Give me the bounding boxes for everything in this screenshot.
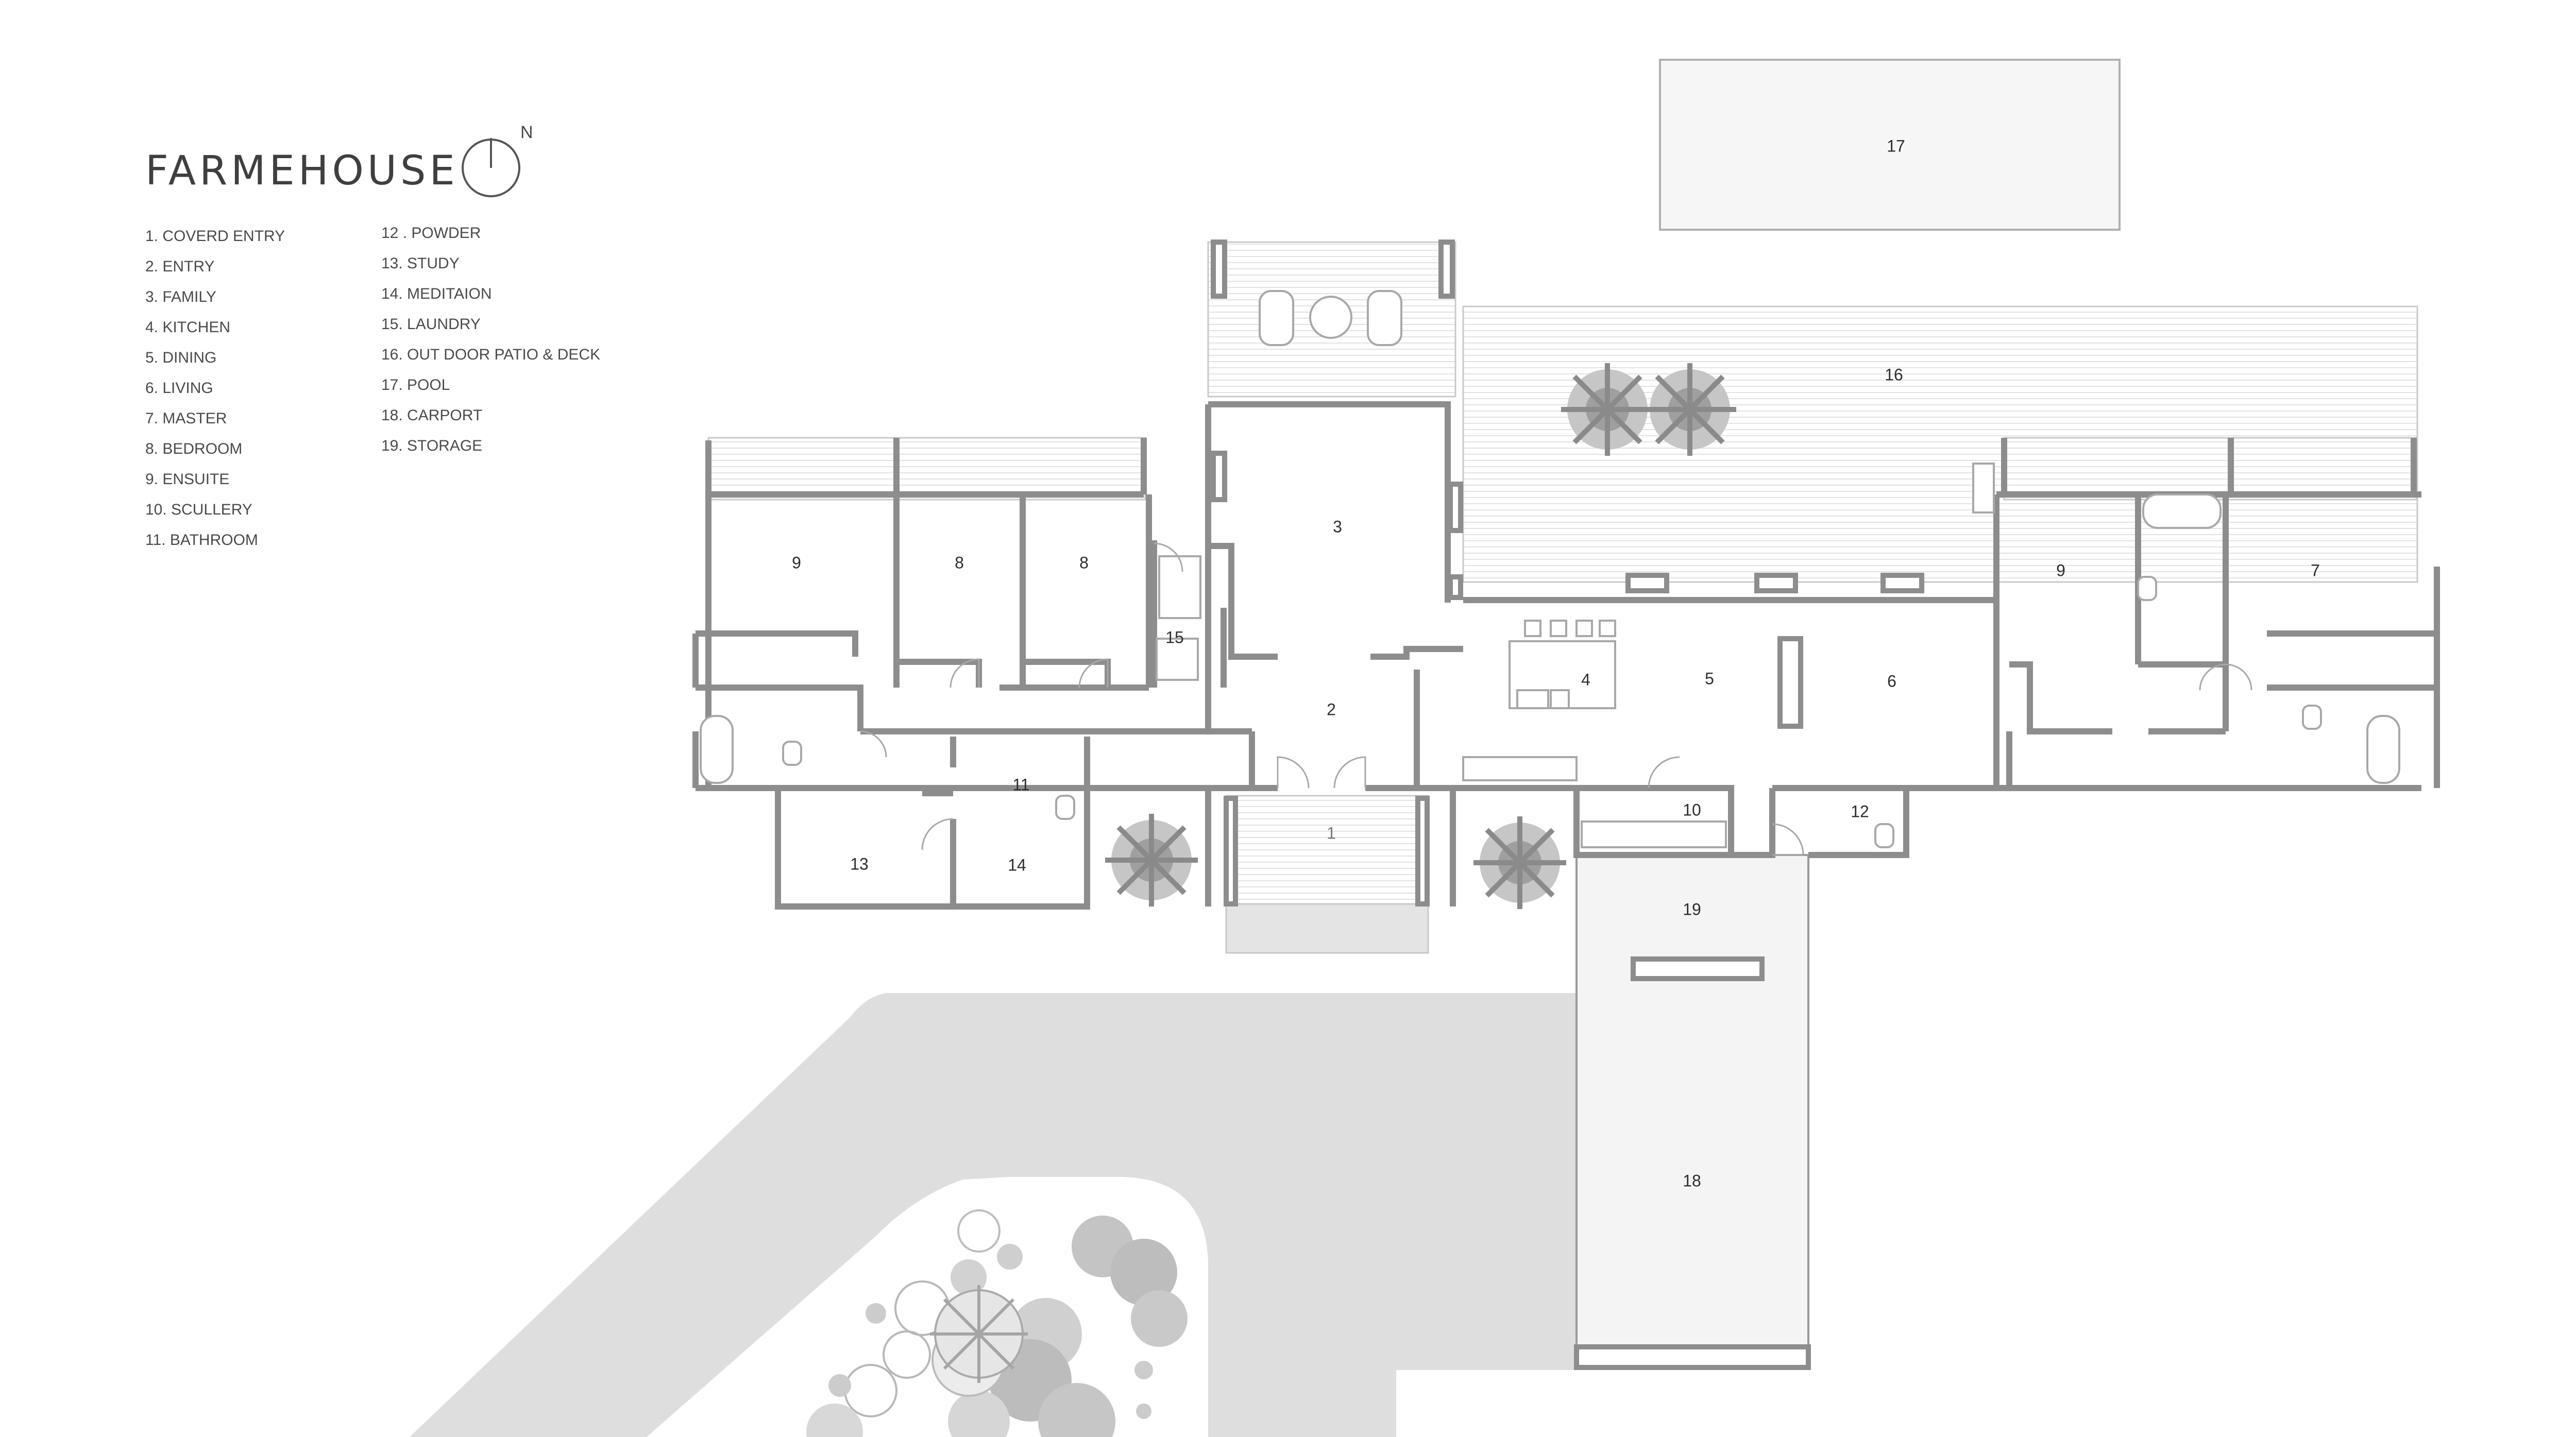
- legend-item: 17. POOL: [381, 377, 450, 394]
- room-label-dining: 5: [1705, 669, 1714, 688]
- legend-item: 6. LIVING: [145, 380, 213, 397]
- legend-item: 11. BATHROOM: [145, 532, 258, 549]
- carport-storage: [1575, 854, 1809, 1368]
- legend-item: 18. CARPORT: [381, 407, 482, 424]
- room-labels: 1 2 3 4 5 6 7 8 8 9 9 10 11 12 13 14 15 …: [792, 136, 2320, 1190]
- room-label-ensuite: 9: [792, 553, 801, 572]
- room-label-laundry: 15: [1165, 628, 1184, 646]
- storage-unit: [1631, 956, 1765, 981]
- door-swings: [860, 542, 2252, 856]
- room-label-covered-entry: 1: [1327, 824, 1336, 842]
- legend-item: 13. STUDY: [381, 255, 460, 272]
- north-label: N: [520, 123, 533, 142]
- room-label-powder: 12: [1851, 802, 1869, 820]
- palm-tree-icon: [930, 1285, 1028, 1383]
- room-label-study: 13: [850, 854, 869, 873]
- legend-item: 4. KITCHEN: [145, 319, 230, 336]
- room-label-meditation: 14: [1008, 856, 1026, 874]
- palm-tree-icon: [1643, 363, 1736, 456]
- covered-entry-deck: [1225, 795, 1429, 905]
- pool: [1659, 59, 2121, 231]
- palm-tree-icon: [1561, 363, 1654, 456]
- legend-item: 5. DINING: [145, 349, 216, 366]
- entry-steps: [1225, 903, 1429, 954]
- room-label-entry: 2: [1327, 700, 1336, 718]
- legend-item: 10. SCULLERY: [145, 501, 252, 518]
- bedroom-deck: [707, 437, 1146, 501]
- room-label-pool: 17: [1887, 136, 1905, 155]
- header: FARMEHOUSE N: [145, 123, 533, 197]
- room-label-bathroom: 11: [1012, 775, 1029, 794]
- room-label-master: 7: [2311, 561, 2320, 579]
- fixtures: [700, 290, 2400, 848]
- legend-item: 12 . POWDER: [381, 225, 481, 242]
- room-label-kitchen: 4: [1581, 670, 1590, 689]
- room-label-bedroom: 8: [1079, 553, 1089, 572]
- palm-tree-icon: [1105, 814, 1198, 906]
- legend-item: 19. STORAGE: [381, 437, 482, 454]
- legend: 1. COVERD ENTRY 2. ENTRY 3. FAMILY 4. KI…: [145, 225, 600, 549]
- north-arrow-icon: N: [462, 123, 533, 197]
- room-label-storage: 19: [1683, 900, 1701, 918]
- legend-item: 16. OUT DOOR PATIO & DECK: [381, 346, 600, 363]
- room-label-living: 6: [1887, 672, 1896, 690]
- page-title: FARMEHOUSE: [145, 148, 459, 194]
- carport-edge: [1574, 1344, 1811, 1370]
- house-walls: [692, 401, 2440, 910]
- room-label-bedroom: 8: [955, 553, 964, 572]
- facade-piers: [1211, 239, 1924, 906]
- room-label-patio-deck: 16: [1885, 365, 1903, 384]
- master-deck: [2003, 437, 2417, 501]
- legend-item: 3. FAMILY: [145, 288, 216, 305]
- legend-item: 15. LAUNDRY: [381, 316, 481, 333]
- room-label-scullery: 10: [1683, 800, 1701, 819]
- legend-item: 1. COVERD ENTRY: [145, 228, 285, 245]
- legend-item: 9. ENSUITE: [145, 471, 229, 488]
- room-label-carport: 18: [1683, 1171, 1701, 1190]
- legend-item: 7. MASTER: [145, 410, 227, 427]
- legend-item: 8. BEDROOM: [145, 440, 242, 457]
- legend-item: 14. MEDITAION: [381, 285, 492, 302]
- garden-trees: [806, 1209, 1188, 1437]
- room-label-family: 3: [1333, 517, 1342, 536]
- room-label-ensuite: 9: [2056, 561, 2065, 579]
- legend-item: 2. ENTRY: [145, 258, 215, 275]
- palm-tree-icon: [1473, 816, 1566, 909]
